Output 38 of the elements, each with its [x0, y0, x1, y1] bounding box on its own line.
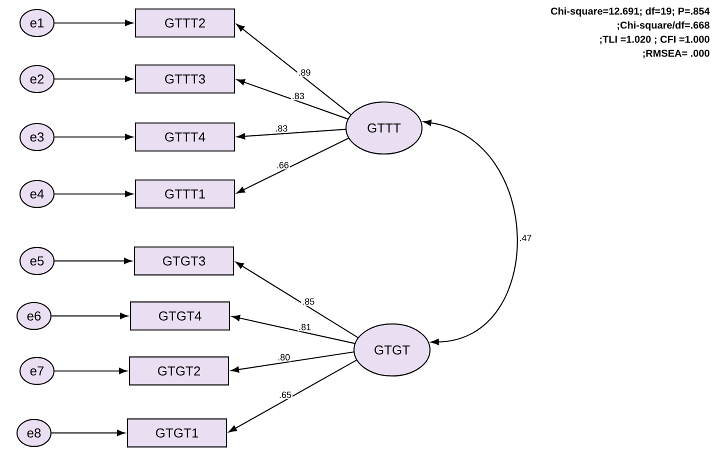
- arrow: [236, 79, 348, 120]
- observed-variable-box: GTTT3: [134, 64, 236, 94]
- arrow: [236, 262, 358, 338]
- arrow: [54, 258, 132, 264]
- arrow: [54, 20, 134, 26]
- arrow: [52, 430, 126, 436]
- arrow: [236, 138, 349, 194]
- observed-variable-box: GTTT1: [134, 179, 236, 209]
- edge-label: .65: [280, 392, 292, 398]
- observed-variable-box: GTGT4: [130, 301, 230, 331]
- observed-variable-box: GTGT1: [126, 418, 228, 448]
- arrow: [236, 128, 346, 140]
- observed-variable-box: GTTT4: [134, 122, 236, 152]
- arrow: [54, 76, 134, 82]
- arrow: [54, 134, 134, 140]
- fit-statistics-text: ;RMSEA= .000: [643, 50, 710, 58]
- arrow: [54, 190, 134, 198]
- fit-statistics-text: ;TLI =1.020 ; CFI =1.000: [600, 36, 710, 44]
- edge-label: .83: [276, 125, 288, 132]
- arrow: [52, 312, 128, 320]
- edge-label: .83: [292, 92, 304, 100]
- edge-label: .85: [302, 298, 314, 305]
- arrow: [236, 24, 352, 115]
- edge-label: .47: [520, 234, 532, 242]
- arrow: [232, 314, 355, 344]
- observed-variable-box: GTTT2: [134, 8, 236, 38]
- edge-label: .66: [277, 162, 289, 168]
- arrow: [230, 351, 354, 373]
- fit-statistics-text: Chi-square=12.691; df=19; P=.854: [550, 7, 710, 17]
- edge-label: .81: [299, 324, 311, 330]
- fit-statistics-text: ;Chi-square/df=.668: [618, 21, 710, 31]
- edge-label: .89: [299, 69, 310, 76]
- arrow: [228, 360, 357, 432]
- observed-variable-box: GTGT2: [128, 356, 230, 386]
- observed-variable-box: GTGT3: [134, 246, 234, 276]
- arrow: [54, 368, 128, 374]
- edge-label: .80: [278, 354, 290, 360]
- covariance-arrow: [423, 120, 518, 346]
